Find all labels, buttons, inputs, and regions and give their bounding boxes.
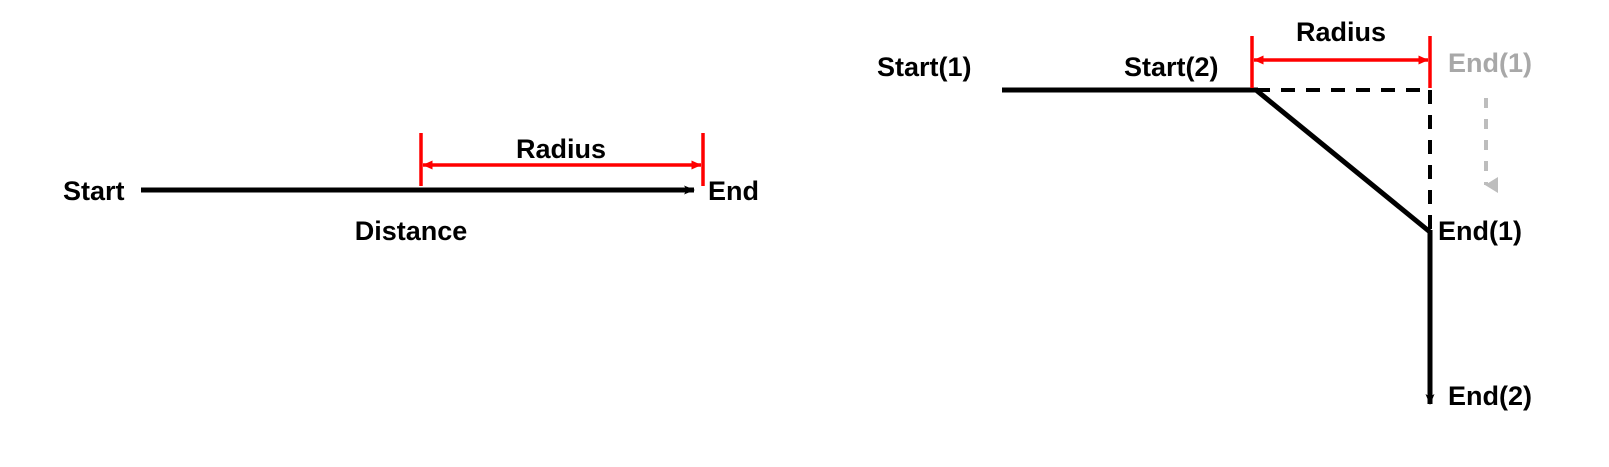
label-start-1: Start(1) (877, 52, 972, 82)
label-radius: Radius (516, 134, 606, 164)
label-distance: Distance (355, 216, 468, 246)
label-end-1: End(1) (1438, 216, 1522, 246)
label-end-2: End(2) (1448, 381, 1532, 411)
panel-single-segment: Start End Radius Distance (63, 133, 759, 246)
label-radius-2: Radius (1296, 17, 1386, 47)
segment-one-diagonal (1254, 88, 1432, 234)
label-end-1-ghost: End(1) (1448, 48, 1532, 78)
label-start: Start (63, 176, 125, 206)
label-start-2: Start(2) (1124, 52, 1219, 82)
label-end: End (708, 176, 759, 206)
panel-two-segment: Start(1) Start(2) Radius End(1) End(1) E… (877, 17, 1532, 411)
